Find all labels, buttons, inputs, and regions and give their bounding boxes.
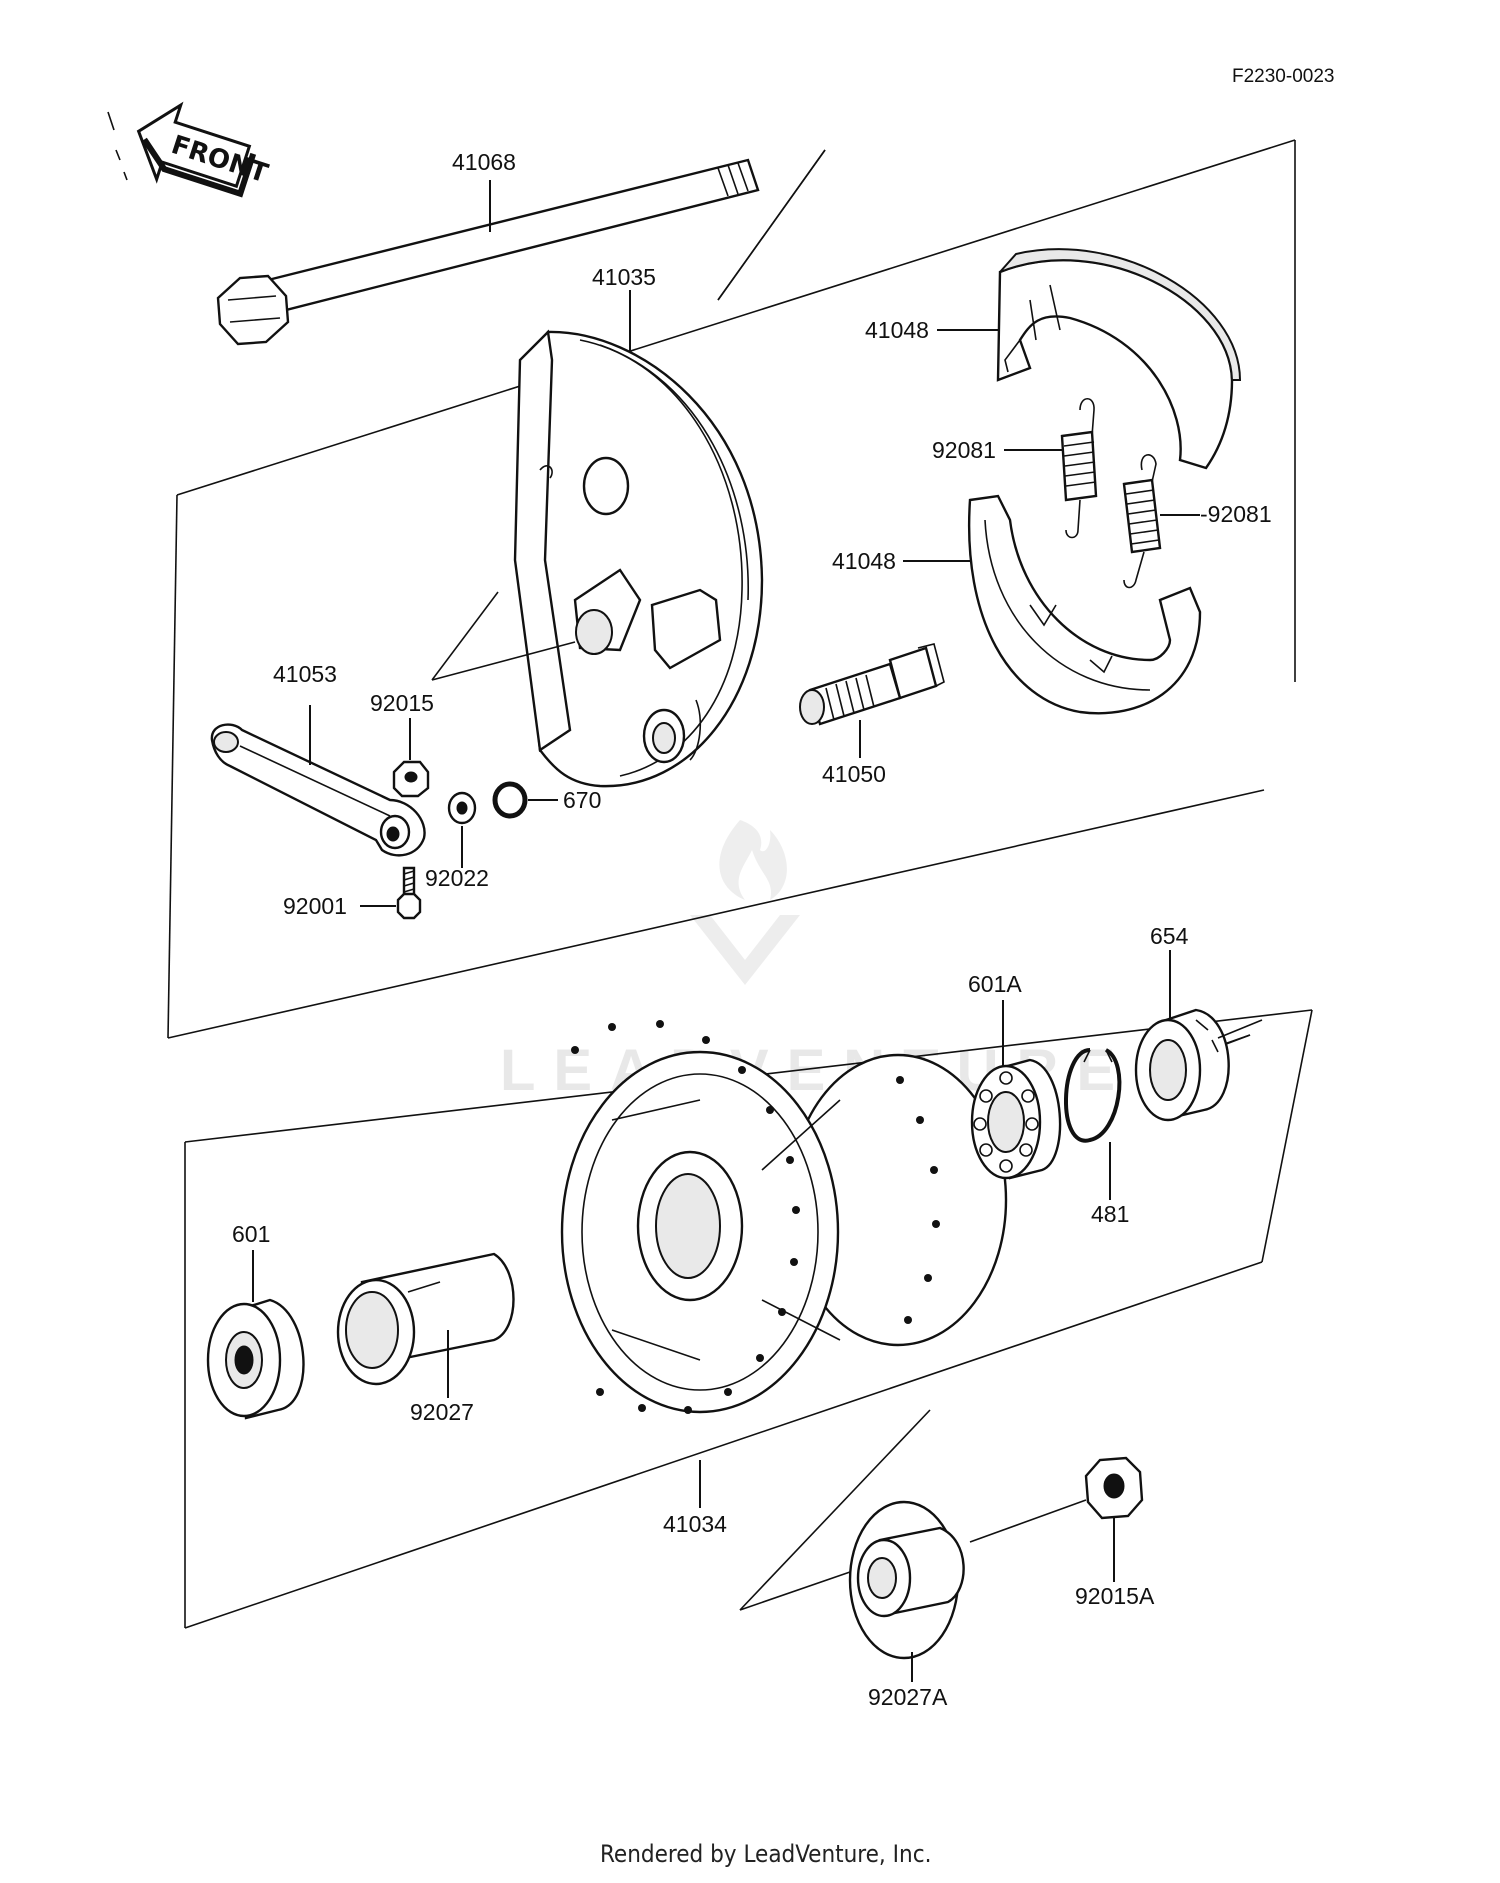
spring-left <box>1060 397 1098 539</box>
brake-panel-frame <box>167 139 1296 1039</box>
label-bolt: 92001 <box>283 893 347 919</box>
axle-nut <box>1084 1456 1144 1520</box>
guide-lines <box>739 1019 1263 1611</box>
label-circlip: 481 <box>1091 1201 1129 1227</box>
label-spring-left: 92081 <box>932 437 996 463</box>
label-brake-panel-assy: 41035 <box>592 264 656 290</box>
leader-brake-panel-b <box>431 641 576 681</box>
label-brake-lever: 41053 <box>273 661 337 687</box>
spring-right <box>1122 454 1162 589</box>
oil-seal <box>1134 1008 1230 1122</box>
label-brake-shoe-upper: 41048 <box>865 317 929 343</box>
label-bearing-right: 601A <box>968 971 1022 997</box>
front-arrow-icon <box>136 101 252 189</box>
brake-cam <box>799 643 945 726</box>
leader-brake-panel-a <box>431 591 499 681</box>
bearing-left <box>206 1298 305 1420</box>
hub <box>560 1020 1008 1414</box>
brake-shoe-lower <box>967 494 1202 715</box>
arrow-dashes <box>107 111 128 181</box>
watermark: LEADVENTURE <box>500 820 1115 1103</box>
flame-icon <box>719 820 787 900</box>
front-arrow: FRONT <box>136 101 272 198</box>
label-hub: 41034 <box>663 1511 727 1537</box>
collar <box>848 1500 965 1660</box>
label-spacer: 92027 <box>410 1399 474 1425</box>
chevron-logo-icon <box>690 915 800 985</box>
label-axle: 41068 <box>452 149 516 175</box>
hub-spoke-holes <box>571 1020 940 1414</box>
label-collar: 92027A <box>868 1684 948 1710</box>
bolt <box>396 866 422 920</box>
axle <box>216 158 760 346</box>
label-nut: 92015 <box>370 690 434 716</box>
label-brake-cam: 41050 <box>822 761 886 787</box>
brake-lever <box>210 723 426 857</box>
bearing-right <box>970 1058 1062 1180</box>
footer-text: Rendered by LeadVenture, Inc. <box>600 1840 931 1868</box>
label-brake-shoe-lower: 41048 <box>832 548 896 574</box>
spacer <box>336 1252 515 1386</box>
label-washer: 92022 <box>425 865 489 891</box>
label-oil-seal: 654 <box>1150 923 1189 949</box>
label-bearing-left: 601 <box>232 1221 270 1247</box>
brake-shoe-upper <box>996 248 1242 470</box>
washer <box>447 791 477 825</box>
nut <box>392 760 430 798</box>
brake-panel <box>513 329 764 788</box>
label-oil-seal-ring: 670 <box>563 787 601 813</box>
oil-seal-ring <box>492 781 528 819</box>
label-axle-nut: 92015A <box>1075 1583 1155 1609</box>
label-spring-right: -92081 <box>1200 501 1272 527</box>
circlip <box>1064 1048 1122 1143</box>
diagram-code: F2230-0023 <box>1232 66 1334 87</box>
